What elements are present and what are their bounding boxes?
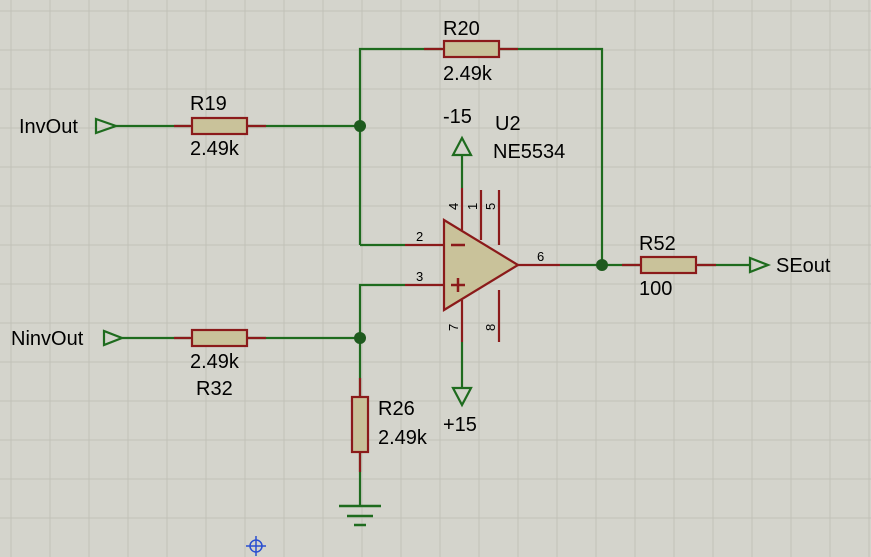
resistor-r32-body[interactable] [190, 328, 249, 348]
r19-ref: R19 [190, 93, 227, 115]
u2-ref: U2 [495, 113, 521, 135]
opamp-body[interactable] [442, 218, 521, 312]
invout-terminal-icon[interactable] [94, 117, 120, 135]
r19-value: 2.49k [190, 138, 240, 160]
resistor-r19-body[interactable] [190, 116, 249, 136]
ninvout-label: NinvOut [11, 328, 84, 350]
pos-supply-arrow-icon[interactable] [451, 386, 473, 408]
pin-2-label: 2 [416, 229, 423, 244]
junction-output-node[interactable] [596, 259, 608, 271]
pin-6-label: 6 [537, 249, 544, 264]
resistor-r19[interactable] [174, 116, 266, 136]
u2-part: NE5534 [493, 141, 565, 163]
r32-ref: R32 [196, 378, 233, 400]
junction-inv-node[interactable] [354, 120, 366, 132]
pin-1-label: 1 [465, 203, 480, 210]
r20-value: 2.49k [443, 63, 493, 85]
invout-label: InvOut [19, 116, 78, 138]
ground-icon[interactable] [339, 504, 381, 527]
r52-value: 100 [639, 278, 672, 300]
resistor-r32[interactable] [174, 328, 266, 348]
neg-supply-arrow-icon[interactable] [451, 135, 473, 157]
seout-label: SEout [776, 255, 831, 277]
resistor-r20[interactable] [424, 39, 518, 59]
wire-node-pin3[interactable] [358, 283, 405, 398]
resistor-r52-body[interactable] [639, 255, 698, 275]
r32-value: 2.49k [190, 351, 240, 373]
pin-4-label: 4 [446, 203, 461, 210]
wire-feedback-left[interactable] [358, 47, 442, 245]
resistor-r26-body[interactable] [350, 395, 370, 454]
r20-ref: R20 [443, 18, 480, 40]
resistor-r26[interactable] [350, 378, 370, 472]
neg-supply-label: -15 [443, 106, 472, 128]
junction-ninv-node[interactable] [354, 332, 366, 344]
ninvout-terminal-icon[interactable] [102, 329, 126, 347]
r52-ref: R52 [639, 233, 676, 255]
r26-value: 2.49k [378, 427, 428, 449]
pin-3-label: 3 [416, 269, 423, 284]
resistor-r52[interactable] [622, 255, 716, 275]
opamp-u2[interactable] [405, 188, 560, 342]
resistor-r20-body[interactable] [442, 39, 501, 59]
crosshair-origin-icon [246, 536, 266, 556]
pin-8-label: 8 [483, 324, 498, 331]
pin-7-label: 7 [446, 324, 461, 331]
seout-terminal-icon[interactable] [748, 256, 772, 274]
wire-feedback-right[interactable] [500, 47, 604, 265]
r26-ref: R26 [378, 398, 415, 420]
pin-5-label: 5 [483, 203, 498, 210]
pos-supply-label: +15 [443, 414, 477, 436]
